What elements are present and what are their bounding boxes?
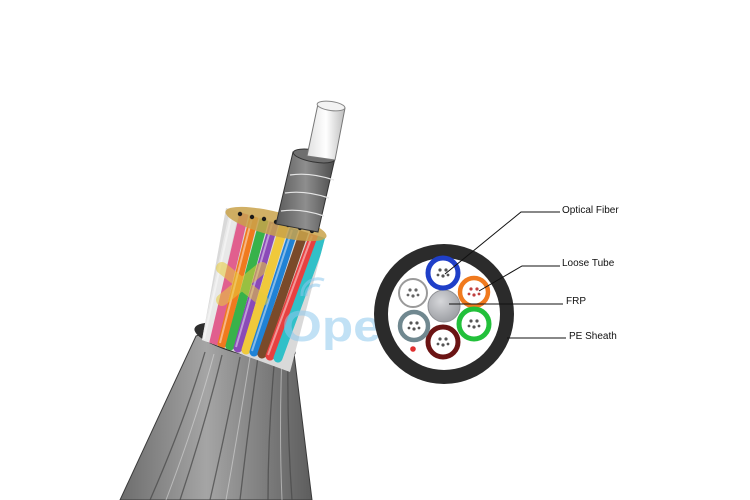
ripcord [410,346,416,352]
leader-optical-fiber [444,211,560,275]
loose-tube-brown [425,324,461,360]
loose-tube-orange [457,275,491,309]
callout-lines [444,211,566,339]
loose-tube-green [456,306,492,342]
label-pe-sheath: PE Sheath [569,331,617,342]
loose-tube-slate [397,309,431,343]
label-loose-tube: Loose Tube [562,258,615,269]
loose-tube-white [398,278,428,308]
cable-cross-section [374,244,514,384]
loose-tube-blue [425,255,461,291]
label-optical-fiber: Optical Fiber [562,205,619,216]
frp-strength-member [427,289,461,323]
cable-illustration [119,100,346,500]
loose-tube-bundle [202,208,325,372]
leader-loose-tube [478,265,560,292]
label-frp: FRP [566,296,586,307]
central-core [306,100,346,161]
